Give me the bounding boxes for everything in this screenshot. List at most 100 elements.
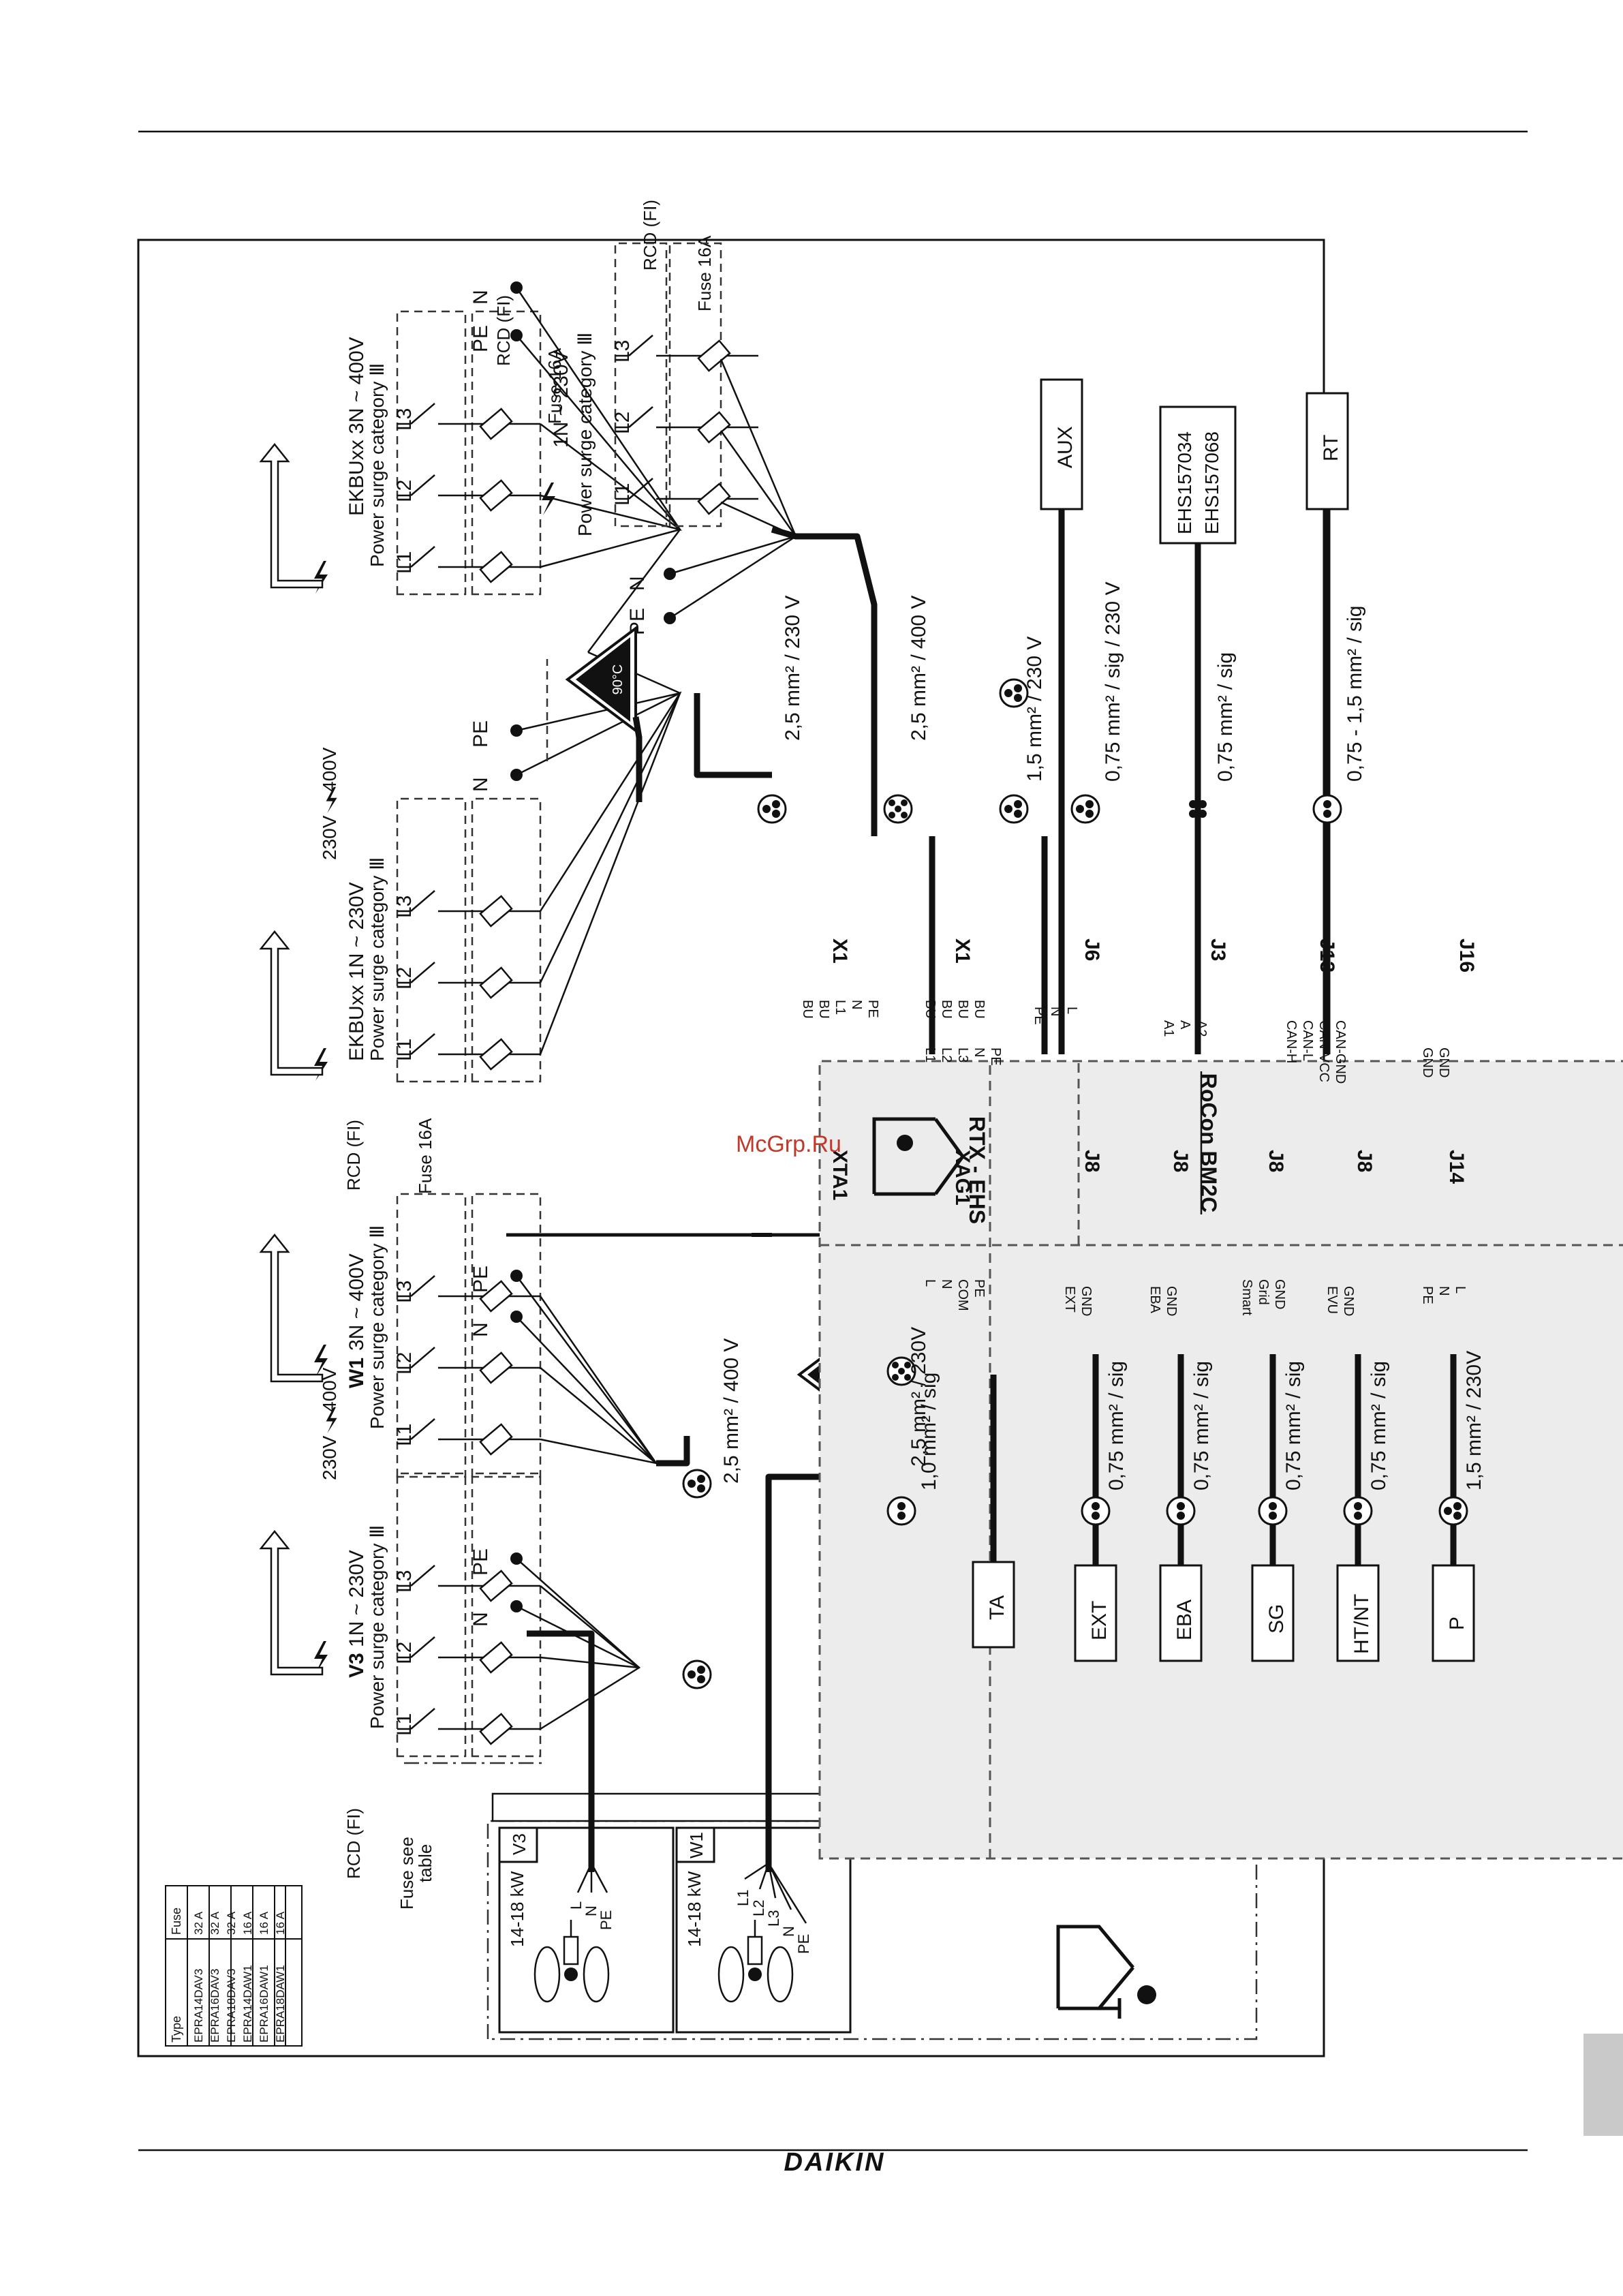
backup-3n-fuse-symbol — [479, 479, 513, 512]
outdoor-v3-switch — [410, 1565, 435, 1587]
fuse-table-header-type: Type — [170, 2016, 183, 2042]
indoor-supply: 1N ~ 230V Power surge category Ⅲ RCD (FI… — [542, 200, 722, 536]
outdoor-w1-switch — [410, 1275, 435, 1297]
cable-spec-htnt: 0,75 mm² / sig — [1367, 1361, 1390, 1490]
controller-terminal-labels: XTA1 XAG1 X1 X1 J6 J3 J13 J16 J8 J8 J8 J… — [829, 938, 1478, 1206]
outdoor-w1-fuse-symbol — [479, 1423, 513, 1456]
rocon-title: RoCon BM2C — [1196, 1073, 1221, 1212]
j8c-terminal: Grid — [1256, 1279, 1271, 1305]
indoor-supply-voltage: 1N ~ 230V — [550, 350, 572, 448]
indoor-phase-label: L1 — [611, 483, 634, 506]
x1a-terminal: BU — [816, 1000, 831, 1019]
cable-spec-rt: 0,75 - 1,5 mm² / sig — [1344, 606, 1366, 782]
backup-1n-fuse-symbol — [479, 895, 513, 928]
marker-ext — [1081, 1496, 1111, 1526]
outdoor-unit-w1-term-l3: L3 — [765, 1910, 782, 1927]
fuse-table-fuse-cell: 32 A — [208, 1911, 221, 1935]
outdoor-v3-fuse-symbol — [479, 1713, 513, 1745]
outdoor-v3-phase-label: L3 — [393, 1570, 416, 1593]
x1a-terminal: BU — [800, 1000, 815, 1019]
device-ta: TA — [986, 1595, 1008, 1620]
backup-1n-label: EKBUxx 1N ~ 230V — [345, 882, 368, 1061]
device-pz-box — [1432, 1564, 1475, 1662]
outdoor-supply-v3: V3 1N ~ 230V Power surge category Ⅲ RCD … — [259, 1525, 435, 1910]
fuse-table-fuse-cell: 16 A — [274, 1911, 287, 1935]
outdoor-breakers — [396, 1193, 547, 1764]
device-ext: EXT — [1088, 1601, 1111, 1640]
indoor-switch — [628, 335, 653, 356]
supply-v3-surge: Power surge category Ⅲ — [367, 1525, 388, 1729]
j8-label-a: J8 — [1081, 1150, 1103, 1172]
j16-label: J16 — [1455, 938, 1478, 973]
j8a-terminal: GND — [1079, 1286, 1094, 1316]
cable-spec-outdoor-w1: 2,5 mm² / 400 V — [720, 1338, 743, 1484]
backup-1n-phase-label: L1 — [393, 1039, 416, 1061]
supply-outdoor-voltage-switch: 230V — [319, 1435, 340, 1480]
j8-label-d: J8 — [1353, 1150, 1376, 1172]
backup-3n-fuse: Fuse 16A — [544, 348, 565, 424]
backup-supply-3n: EKBUxx 3N ~ 400V Power surge category Ⅲ … — [259, 295, 565, 596]
j8-label-c: J8 — [1265, 1150, 1287, 1172]
fuse-table-type-cell: EPRA14DAV3 — [192, 1969, 205, 2042]
supply-w1-surge: Power surge category Ⅲ — [367, 1225, 388, 1429]
indoor-phase-label: L2 — [611, 412, 634, 434]
x1b-terminal: BU — [972, 1000, 987, 1019]
cable-spec-eba: 0,75 mm² / sig — [1190, 1361, 1213, 1490]
supply-outdoor-voltage-switch-2: 400V — [319, 1367, 340, 1412]
indoor-switch — [628, 406, 653, 428]
outdoor-v3-fuse-symbol — [479, 1641, 513, 1674]
supply-v3-id: V3 — [345, 1653, 368, 1678]
outdoor-n-label-2: N — [469, 1322, 492, 1337]
marker-sg — [1258, 1496, 1288, 1526]
indoor-phase-label: L3 — [611, 340, 634, 363]
marker-backup-1n — [757, 794, 787, 824]
j8d-terminal: GND — [1341, 1286, 1356, 1316]
device-pz: P — [1446, 1617, 1468, 1630]
j14-terminal: L — [1453, 1286, 1468, 1294]
fuse-table-header-fuse: Fuse — [170, 1908, 183, 1935]
controller-box: RTX - EHS RoCon BM2C — [818, 1060, 1623, 1860]
marker-v3 — [682, 1659, 712, 1689]
backup-1n-switch — [410, 890, 435, 912]
outdoor-house-icon — [1056, 1925, 1156, 2019]
indoor-supply-surge: Power surge category Ⅲ — [574, 333, 596, 536]
marker-eba — [1166, 1496, 1196, 1526]
indoor-fuse-symbol — [697, 339, 731, 372]
j3-terminal: A1 — [1161, 1020, 1176, 1037]
backup-1n-fuse-symbol — [479, 1038, 513, 1071]
outdoor-w1-phase-label: L2 — [393, 1352, 416, 1375]
outdoor-unit-v3-term-n: N — [583, 1905, 600, 1916]
outdoor-w1-switch — [410, 1347, 435, 1368]
outdoor-unit-w1: W1 14-18 kW L1 L2 L3 N PE — [675, 1826, 852, 2034]
backup-3n-arrow — [259, 442, 324, 589]
backup-3n-switch — [410, 546, 435, 568]
marker-backup-3n — [883, 794, 913, 824]
j16-terminal: GND — [1420, 1047, 1435, 1077]
j8c-terminal: Smart — [1239, 1279, 1254, 1316]
backup-rcd-label: RCD (FI) — [343, 1120, 364, 1191]
indoor-switch — [628, 478, 653, 500]
fuse-table-type-cell: EPRA16DAW1 — [258, 1965, 270, 2042]
outdoor-unit-v3-power: 14-18 kW — [507, 1871, 527, 1947]
backup-1n-fuse-symbol — [479, 966, 513, 999]
outdoor-unit-w1-term-l1: L1 — [735, 1890, 752, 1906]
cable-spec-backup-3n: 2,5 mm² / 400 V — [908, 596, 930, 741]
outdoor-v3-switch — [410, 1636, 435, 1658]
indoor-n-label: N — [626, 576, 649, 591]
outdoor-unit-v3-term-l: L — [568, 1901, 585, 1910]
outdoor-w1-fuse-symbol — [479, 1351, 513, 1384]
backup-pe-label-1: PE — [469, 720, 492, 748]
cable-backup-1n — [632, 716, 643, 802]
supply-fuse-label-2: table — [415, 1844, 435, 1882]
outdoor-v3-phase-label: L2 — [393, 1642, 416, 1664]
backup-supply-1n: EKBUxx 1N ~ 230V Power surge category Ⅲ … — [259, 797, 542, 1194]
cable-spec-pz: 1,5 mm² / 230V — [1463, 1351, 1485, 1490]
outdoor-w1-phase-label: L3 — [393, 1281, 416, 1303]
fuse-table-fuse-cell: 32 A — [192, 1911, 205, 1935]
cable-spec-indoor: 1,5 mm² / 230 V — [1023, 637, 1046, 782]
outdoor-v3-switch — [410, 1708, 435, 1730]
device-htnt: HT/NT — [1350, 1594, 1373, 1654]
backup-voltage-switch-400: 400V — [319, 747, 340, 792]
